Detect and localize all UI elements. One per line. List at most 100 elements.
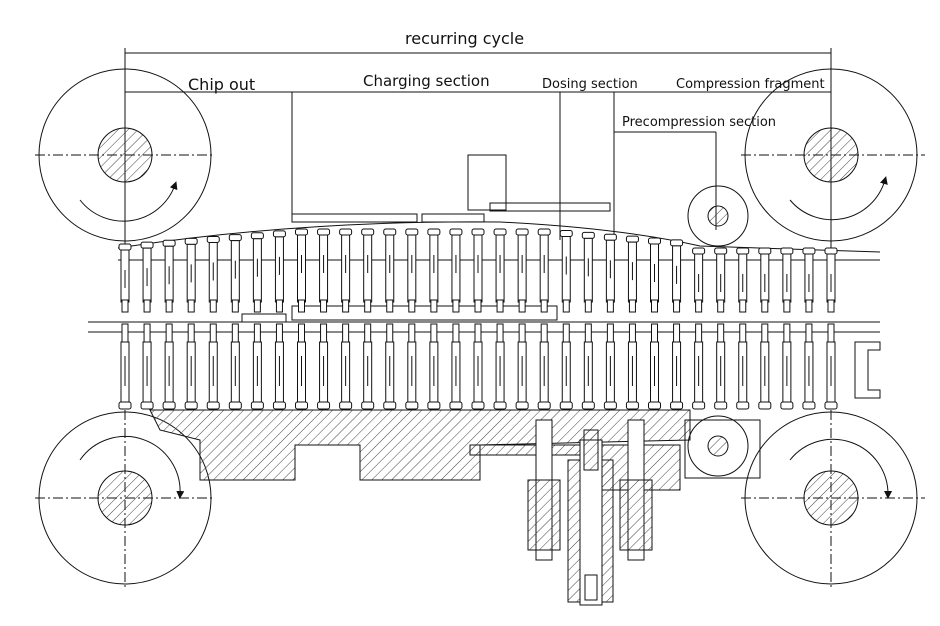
upper-punch [692,247,706,313]
upper-punch-tip [717,299,725,313]
upper-punch-tip [121,299,129,313]
lower-punch [383,323,397,410]
upper-punch-tip [540,299,548,313]
precompression-upper-roller [687,185,749,247]
upper-punch-head [295,228,308,236]
upper-punch [295,228,308,313]
upper-punch-head [559,230,573,237]
upper-punch [206,236,220,313]
upper-punch-head [780,247,794,255]
lower-punch-head [670,401,684,410]
upper-punch-tip [739,299,747,313]
upper-punch [272,230,286,313]
upper-punch-head [537,228,551,236]
lower-punch-head [515,401,529,410]
lower-punch-tip [275,323,283,343]
lower-punch-tip [761,323,769,343]
lower-punch [250,323,264,410]
lower-punch [405,323,419,410]
lower-punch-tip [606,323,614,343]
lower-cam-base [149,409,761,491]
lower-pressure-column [527,419,653,606]
dosing-section-label: Dosing section [542,77,638,92]
lower-punch-head [692,401,706,410]
upper-punch-head [405,228,419,236]
precompression-lower-roller [687,415,749,477]
upper-punch-tip [298,299,305,313]
upper-punch-tip [408,299,416,313]
upper-punch-head [603,233,617,241]
upper-punch [383,228,397,313]
lower-punch-head [714,401,728,410]
lower-punch [758,323,772,410]
lower-punch [537,323,551,410]
upper-punch [824,247,838,313]
upper-punch-head [206,236,220,243]
lower-punch [361,323,375,410]
lower-punch [206,323,220,410]
upper-punch [427,228,441,313]
upper-punch-head [824,247,838,255]
upper-punch-head [670,239,684,247]
upper-punch-head [581,231,595,239]
lower-punch [780,323,794,410]
lower-punch-head [228,401,242,410]
punch-array [118,228,838,410]
lower-punch [471,323,485,410]
section-labels: recurring cycle Chip out Charging sectio… [188,29,825,130]
upper-punch-head [692,247,706,255]
lower-punch-head [140,401,154,410]
upper-punch-tip [651,299,658,313]
upper-punch-tip [783,299,791,313]
upper-punch-head [758,247,772,255]
upper-punch-head [736,247,750,255]
lower-punch-head [295,401,308,410]
upper-punch-tip [628,299,636,313]
upper-punch-tip [187,299,195,313]
lower-punch-tip [386,323,394,343]
upper-punch-tip [143,299,151,313]
upper-punch [736,247,750,313]
lower-punch-tip [298,323,305,343]
upper-punch-tip [474,299,482,313]
upper-punch [118,243,132,313]
lower-punch-head [118,401,132,410]
lower-punch-tip [209,323,217,343]
lower-punch-tip [562,323,570,343]
lower-punch-head [758,401,772,410]
upper-left-pressure-wheel [35,65,215,245]
lower-punch [603,323,617,410]
lower-punch-tip [253,323,261,343]
lower-punch-head [250,401,264,410]
upper-punch-head [471,228,485,236]
upper-punch-head [383,228,397,236]
lower-punch-tip [364,323,372,343]
lower-punch-head [339,401,353,410]
upper-punch-tip [695,299,703,313]
upper-punch-tip [827,299,835,313]
lower-right-pressure-wheel [741,410,925,590]
lower-punch-tip [518,323,526,343]
upper-punch [802,247,816,313]
lower-punch-tip [783,323,791,343]
lower-punch [736,323,750,410]
lower-punch-head [648,401,661,410]
lower-punch-tip [143,323,151,343]
lower-punch-head [361,401,375,410]
upper-punch-tip [584,299,592,313]
upper-punch [339,228,353,313]
lower-punch [184,323,198,410]
lower-punch [824,323,838,410]
upper-punch [317,228,331,313]
lower-punch-head [184,401,198,410]
lower-punch-head [493,401,507,410]
lower-punch-head [471,401,485,410]
upper-punch-head [339,228,353,236]
lower-punch-tip [187,323,195,343]
upper-punch-head [714,247,728,255]
upper-punch [581,231,595,313]
lower-punch [670,323,684,410]
upper-punch-tip [805,299,813,313]
upper-punch [162,239,176,313]
